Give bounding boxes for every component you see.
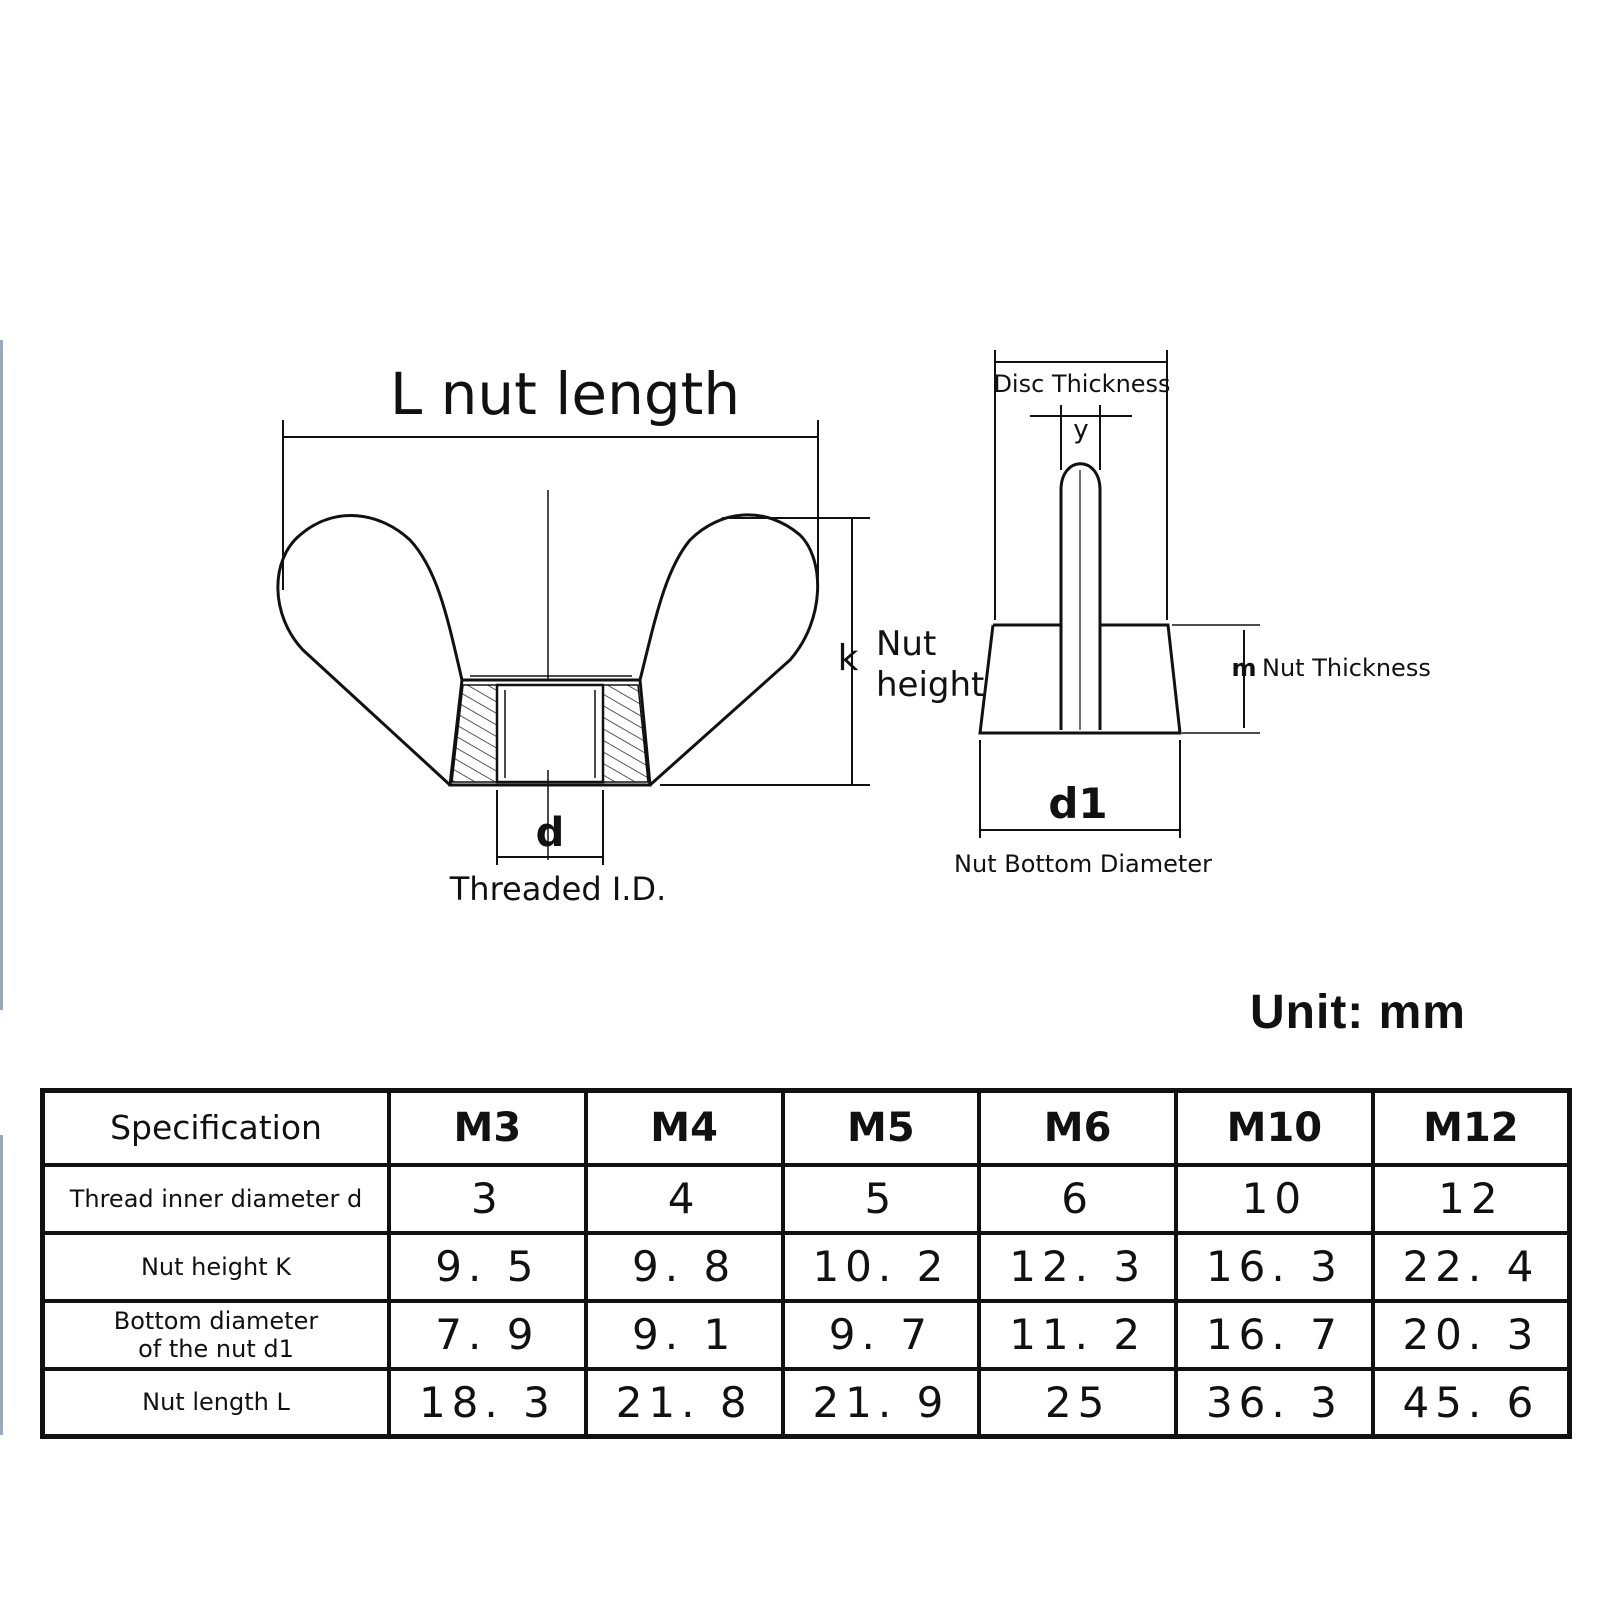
- table-header-cell: M4: [583, 1088, 785, 1167]
- table-row: Nut length L 18. 3 21. 8 21. 9 25 36. 3 …: [40, 1366, 1572, 1439]
- table-cell: 36. 3: [1174, 1366, 1375, 1439]
- right-wing: [638, 513, 820, 787]
- table-cell: 9. 5: [387, 1230, 588, 1303]
- row-label: Bottom diameter of the nut d1: [40, 1298, 391, 1371]
- nut-bottom-diameter-label: Nut Bottom Diameter: [954, 850, 1212, 878]
- table-row: Nut height K 9. 5 9. 8 10. 2 12. 3 16. 3…: [40, 1230, 1572, 1303]
- base-profile: [978, 623, 1182, 735]
- table-cell: 10. 2: [780, 1230, 982, 1303]
- specification-table: Specification M3 M4 M5 M6 M10 M12 Thread…: [40, 1088, 1572, 1439]
- table-cell: 9. 7: [780, 1298, 982, 1371]
- wing-profile: [1059, 462, 1102, 730]
- disc-thickness-label: Disc Thickness: [993, 370, 1170, 398]
- side-view: [978, 350, 1260, 838]
- table-cell: 6: [977, 1162, 1178, 1235]
- table-cell: 25: [977, 1366, 1178, 1439]
- table-header-cell: M12: [1370, 1088, 1572, 1167]
- table-header-label: Specification: [40, 1088, 391, 1167]
- row-label: Thread inner diameter d: [40, 1162, 391, 1235]
- nut-thickness-label: Nut Thickness: [1262, 654, 1431, 682]
- table-header-cell: M3: [387, 1088, 588, 1167]
- table-header-cell: M5: [780, 1088, 982, 1167]
- thread-bore: [495, 683, 605, 784]
- table-cell: 45. 6: [1370, 1366, 1572, 1439]
- table-row: Bottom diameter of the nut d1 7. 9 9. 1 …: [40, 1298, 1572, 1371]
- table-cell: 12: [1370, 1162, 1572, 1235]
- table-cell: 9. 1: [583, 1298, 785, 1371]
- left-edge-rule-top: [0, 340, 3, 1010]
- y-symbol: y: [1073, 415, 1088, 445]
- table-cell: 18. 3: [387, 1366, 588, 1439]
- table-cell: 21. 9: [780, 1366, 982, 1439]
- table-cell: 21. 8: [583, 1366, 785, 1439]
- wing-nut-diagram: L nut length k Nut height d Threaded I.D…: [276, 350, 1431, 908]
- height-label-line2: height: [876, 665, 984, 705]
- nut-body: [448, 678, 652, 787]
- row-label-line1: Bottom diameter: [113, 1306, 319, 1335]
- height-label-line1: Nut: [876, 624, 936, 664]
- table-row: Thread inner diameter d 3 4 5 6 10 12: [40, 1162, 1572, 1235]
- table-cell: 12. 3: [977, 1230, 1178, 1303]
- table-cell: 9. 8: [583, 1230, 785, 1303]
- table-header-cell: M10: [1174, 1088, 1375, 1167]
- table-cell: 10: [1174, 1162, 1375, 1235]
- table-cell: 4: [583, 1162, 785, 1235]
- table-cell: 16. 7: [1174, 1298, 1375, 1371]
- table-header-row: Specification M3 M4 M5 M6 M10 M12: [40, 1088, 1572, 1167]
- table-cell: 20. 3: [1370, 1298, 1572, 1371]
- table-cell: 5: [780, 1162, 982, 1235]
- m-symbol: m: [1231, 654, 1256, 682]
- left-edge-rule-bottom: [0, 1135, 3, 1435]
- table-cell: 22. 4: [1370, 1230, 1572, 1303]
- d1-symbol: d1: [1048, 779, 1107, 828]
- length-label: L nut length: [390, 360, 740, 428]
- table-cell: 3: [387, 1162, 588, 1235]
- table-header-cell: M6: [977, 1088, 1178, 1167]
- front-view: [276, 420, 870, 865]
- table-cell: 7. 9: [387, 1298, 588, 1371]
- unit-label: Unit: mm: [1250, 986, 1466, 1039]
- left-wing: [276, 514, 464, 787]
- k-symbol: k: [838, 638, 859, 679]
- row-label: Nut height K: [40, 1230, 391, 1303]
- row-label: Nut length L: [40, 1366, 391, 1439]
- table-cell: 11. 2: [977, 1298, 1178, 1371]
- threaded-label: Threaded I.D.: [449, 870, 666, 908]
- d-symbol: d: [536, 810, 565, 856]
- row-label-line2: of the nut d1: [138, 1334, 294, 1363]
- table-cell: 16. 3: [1174, 1230, 1375, 1303]
